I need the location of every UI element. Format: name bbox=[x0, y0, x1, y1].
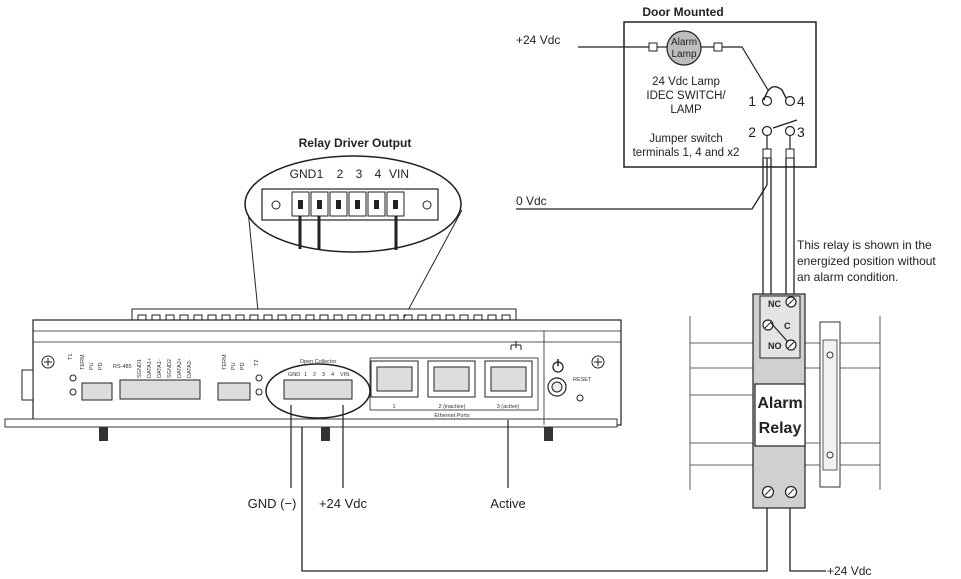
oc-pin-4: 4 bbox=[331, 372, 334, 378]
door-relay-wires bbox=[516, 158, 795, 326]
jumper-text-2: terminals 1, 4 and x2 bbox=[633, 147, 740, 159]
t-label-mid: T2 bbox=[254, 360, 260, 366]
lamp-label-bottom: Lamp bbox=[671, 49, 696, 60]
term-label-mid: TERM bbox=[222, 354, 228, 370]
oc-pin-3: 3 bbox=[322, 372, 325, 378]
rs485-pin-5: DATA2+ bbox=[177, 358, 183, 378]
pd-label-left: PD bbox=[98, 362, 104, 370]
callout-active: Active bbox=[490, 496, 525, 511]
port-2-label: 2 (inactive) bbox=[439, 404, 466, 410]
pu-label-mid: PU bbox=[231, 362, 237, 370]
port-3-label: 3 (active) bbox=[497, 404, 520, 410]
rs485-pin-2: DATA1+ bbox=[147, 358, 153, 378]
ethernet-label: Ethernet Ports bbox=[434, 413, 469, 419]
relay-c-label: C bbox=[784, 321, 791, 331]
ethernet-port-1[interactable] bbox=[370, 360, 419, 398]
pd-label-mid: PD bbox=[240, 362, 246, 370]
rd-pin-1: 1 bbox=[317, 167, 324, 181]
relay-name-1: Alarm bbox=[757, 395, 802, 412]
rd-pin-3: 3 bbox=[356, 167, 363, 181]
oc-pin-vin: VIN bbox=[340, 372, 349, 378]
open-collector-label: Open Collector bbox=[300, 359, 337, 365]
chassis-screw-right-icon bbox=[591, 355, 605, 369]
reset-label: RESET bbox=[573, 377, 592, 383]
t-label-left: T1 bbox=[68, 354, 74, 360]
rd-pin-2: 2 bbox=[337, 167, 344, 181]
chassis-screw-left-icon bbox=[41, 355, 55, 369]
supply-zero-vdc: 0 Vdc bbox=[516, 194, 547, 208]
jumper-text-1: Jumper switch bbox=[649, 133, 723, 145]
power-icon bbox=[552, 359, 564, 373]
supply-plus24-bottom: +24 Vdc bbox=[827, 564, 871, 578]
relay-driver-title: Relay Driver Output bbox=[299, 136, 412, 150]
rs485-pin-6: DATA2- bbox=[187, 359, 193, 378]
open-collector-connector bbox=[283, 379, 353, 400]
bottom-wires bbox=[301, 420, 826, 572]
ethernet-port-2[interactable] bbox=[427, 360, 476, 398]
lamp-desc-1: 24 Vdc Lamp bbox=[652, 76, 720, 88]
relay-no-label: NO bbox=[768, 341, 782, 351]
oc-pin-2: 2 bbox=[313, 372, 316, 378]
oc-pin-gnd: GND bbox=[288, 372, 300, 378]
terminal-3-label: 3 bbox=[797, 124, 805, 140]
controller-device: T1 TERM PU PD RS-485 SGND1 DATA1+ DATA1-… bbox=[4, 308, 622, 441]
terminal-2-label: 2 bbox=[748, 124, 756, 140]
callout-plus24: +24 Vdc bbox=[319, 496, 368, 511]
rd-pin-gnd: GND bbox=[290, 167, 317, 181]
rs485-label: RS-485 bbox=[113, 364, 132, 370]
rs485-pin-4: SGND2 bbox=[167, 359, 173, 378]
oc-pin-1: 1 bbox=[304, 372, 307, 378]
lamp-label-top: Alarm bbox=[671, 37, 697, 48]
relay-name-2: Relay bbox=[759, 420, 802, 437]
supply-plus24-top: +24 Vdc bbox=[516, 33, 560, 47]
pu-label-left: PU bbox=[89, 362, 95, 370]
relay-note-2: energized position without bbox=[797, 254, 936, 268]
terminal-4-label: 4 bbox=[797, 93, 805, 109]
ethernet-port-3[interactable] bbox=[484, 360, 533, 398]
port-1-label: 1 bbox=[392, 404, 395, 410]
term-label-left: TERM bbox=[80, 354, 86, 370]
callout-lines bbox=[290, 405, 509, 488]
door-mounted-box: Door Mounted Alarm Lamp 24 Vdc Lamp IDEC… bbox=[578, 5, 817, 168]
rd-pin-vin: VIN bbox=[389, 167, 409, 181]
lamp-desc-2: IDEC SWITCH/ bbox=[646, 90, 726, 102]
terminal-1-label: 1 bbox=[748, 93, 756, 109]
alarm-relay: Alarm Relay NC C NO bbox=[689, 293, 881, 509]
relay-note-3: an alarm condition. bbox=[797, 270, 898, 284]
rd-pin-4: 4 bbox=[375, 167, 382, 181]
relay-nc-label: NC bbox=[768, 299, 781, 309]
relay-note-1: This relay is shown in the bbox=[797, 238, 932, 252]
alarm-lamp-icon bbox=[666, 30, 702, 66]
rs485-pin-3: DATA1- bbox=[157, 359, 163, 378]
callout-gnd: GND (−) bbox=[248, 496, 297, 511]
rs485-connector bbox=[119, 379, 201, 400]
door-mounted-title: Door Mounted bbox=[642, 5, 723, 19]
rs485-pin-1: SGND1 bbox=[137, 359, 143, 378]
lamp-desc-3: LAMP bbox=[670, 104, 702, 116]
network-icon bbox=[510, 341, 522, 350]
door-switch: 1 4 2 3 bbox=[748, 86, 805, 159]
relay-driver-magnifier: Relay Driver Output GND 1 2 3 4 VIN bbox=[244, 136, 463, 393]
